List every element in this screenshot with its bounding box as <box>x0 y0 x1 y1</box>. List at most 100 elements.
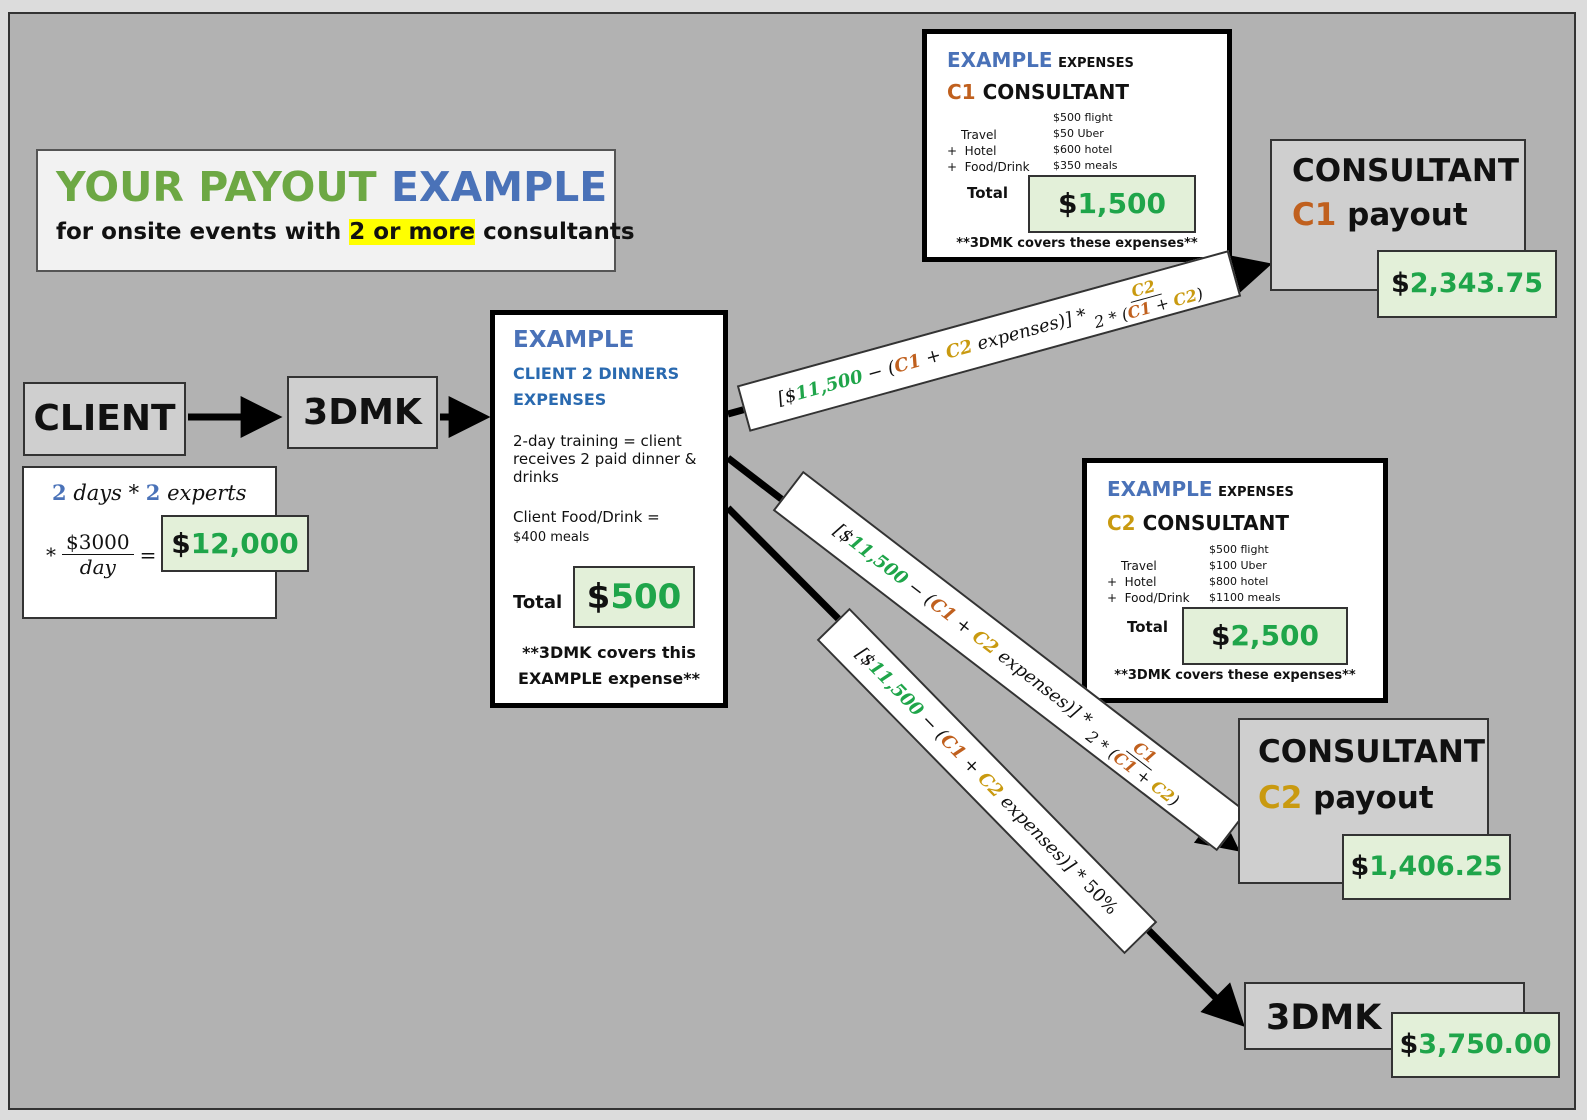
c2-expenses-total: $2,500 <box>1182 607 1348 665</box>
client-expenses-subtitle: CLIENT 2 DINNERS EXPENSES <box>513 364 680 409</box>
title-part1: YOUR PAYOUT <box>56 163 377 211</box>
days-number: 2 <box>52 480 67 505</box>
client-box: CLIENT <box>23 382 186 456</box>
c1-payout-heading: C1 payout <box>1292 197 1468 233</box>
client-total-dollar: $ <box>171 527 191 560</box>
client-food-value: $400 meals <box>513 530 590 545</box>
c1-value-meals: $350 meals <box>1053 159 1118 172</box>
rate-formula: * $3000 day = <box>46 530 156 579</box>
c2-value-hotel: $800 hotel <box>1209 575 1269 588</box>
c1-total-value: 1,500 <box>1077 187 1167 220</box>
client-expenses-note: **3DMK covers this EXAMPLE expense** <box>518 643 700 688</box>
c2-code: C2 <box>1107 511 1136 535</box>
c1-consultant-heading: C1 CONSULTANT <box>947 80 1129 104</box>
c2-example-word: EXAMPLE <box>1107 477 1213 501</box>
client-label: CLIENT <box>33 398 176 439</box>
days-word: days <box>73 481 122 505</box>
c2-category-hotel: + Hotel <box>1107 575 1157 589</box>
c1-code: C1 <box>947 80 976 104</box>
c2-expenses-note: **3DMK covers these expenses** <box>1114 668 1356 683</box>
client-expenses-total-label: Total <box>513 592 563 613</box>
c2-category-food: + Food/Drink <box>1107 591 1190 605</box>
c2-category-travel: Travel <box>1121 559 1157 573</box>
client-total-value: 12,000 <box>190 527 299 560</box>
c2-total-label: Total <box>1127 618 1168 636</box>
3dmk-label: 3DMK <box>303 392 422 433</box>
subtitle-post: consultants <box>483 219 635 245</box>
f1-minus: − ( <box>859 356 898 387</box>
c1-payout-amount: $2,343.75 <box>1377 250 1557 318</box>
client-expenses-box: EXAMPLE CLIENT 2 DINNERS EXPENSES 2-day … <box>490 310 728 708</box>
c1-payout-value: 2,343.75 <box>1409 268 1544 299</box>
3dmk-payout-dollar: $ <box>1399 1029 1419 1060</box>
c1-expense-categories: Travel + Hotel + Food/Drink <box>947 127 1030 175</box>
c2-value-uber: $100 Uber <box>1209 559 1267 572</box>
times-sign-2: * <box>46 542 56 567</box>
title-box: YOUR PAYOUT EXAMPLE for onsite events wi… <box>36 149 635 272</box>
diagram-canvas: YOUR PAYOUT EXAMPLE for onsite events wi… <box>8 12 1576 1110</box>
c1-value-uber: $50 Uber <box>1053 127 1104 140</box>
client-expenses-total-dollar: $ <box>586 577 611 617</box>
c1-payout-code: C1 <box>1292 197 1337 233</box>
c2-payout-heading: C2 payout <box>1258 780 1434 816</box>
c2-value-meals: $1100 meals <box>1209 591 1281 604</box>
3dmk-payout-label: 3DMK <box>1266 998 1382 1038</box>
c1-role: CONSULTANT <box>982 80 1130 104</box>
c1-payout-dollar: $ <box>1390 268 1410 299</box>
subtitle-pre: for onsite events with <box>56 219 342 245</box>
c1-expenses-total: $1,500 <box>1028 175 1196 233</box>
c2-expenses-box: EXAMPLE EXPENSES C2 CONSULTANT Travel + … <box>1082 458 1388 703</box>
c2-payout-dollar: $ <box>1350 851 1370 882</box>
c2-expenses-heading: EXAMPLE EXPENSES <box>1107 477 1294 501</box>
3dmk-box: 3DMK <box>287 376 438 449</box>
c1-example-word: EXAMPLE <box>947 48 1053 72</box>
c2-total-dollar: $ <box>1210 619 1231 652</box>
c1-value-flight: $500 flight <box>1053 111 1113 124</box>
c2-expense-values: $500 flight $100 Uber $800 hotel $1100 m… <box>1209 542 1281 606</box>
f1-amount: 11,500 <box>793 365 866 405</box>
c1-category-food: + Food/Drink <box>947 160 1030 174</box>
c1-expenses-note: **3DMK covers these expenses** <box>956 236 1198 251</box>
c2-payout-role: CONSULTANT <box>1258 734 1485 770</box>
client-expenses-total: $500 <box>573 566 695 628</box>
c1-expenses-box: EXAMPLE EXPENSES C1 CONSULTANT Travel + … <box>922 29 1232 262</box>
c2-payout-value: 1,406.25 <box>1369 851 1503 882</box>
c1-expenses-heading: EXAMPLE EXPENSES <box>947 48 1134 72</box>
page-title: YOUR PAYOUT EXAMPLE <box>56 163 607 211</box>
c2-payout-amount: $1,406.25 <box>1342 834 1511 900</box>
client-total: $12,000 <box>161 515 309 572</box>
c2-expenses-word: EXPENSES <box>1218 485 1294 500</box>
client-expenses-desc: 2-day training = client receives 2 paid … <box>513 432 697 486</box>
f1-den-pre: 2 * ( <box>1091 303 1131 332</box>
c2-expense-categories: Travel + Hotel + Food/Drink <box>1107 558 1190 606</box>
experts-number: 2 <box>145 480 161 505</box>
c2-value-flight: $500 flight <box>1209 543 1269 556</box>
3dmk-payout-value: 3,750.00 <box>1418 1029 1552 1060</box>
3dmk-payout-amount: $3,750.00 <box>1391 1012 1560 1078</box>
c2-payout-code: C2 <box>1258 780 1303 816</box>
title-part2: EXAMPLE <box>390 163 608 211</box>
client-food-label: Client Food/Drink = <box>513 508 660 526</box>
c1-total-dollar: $ <box>1057 187 1078 220</box>
c1-total-label: Total <box>967 184 1008 202</box>
client-expenses-title: EXAMPLE <box>513 327 635 353</box>
c1-category-hotel: + Hotel <box>947 144 997 158</box>
client-expenses-total-value: 500 <box>610 577 682 617</box>
subtitle-highlight: 2 or more <box>349 219 476 245</box>
c2-consultant-heading: C2 CONSULTANT <box>1107 511 1289 535</box>
c2-role: CONSULTANT <box>1142 511 1290 535</box>
c2-total-value: 2,500 <box>1230 619 1320 652</box>
c2-payout-word: payout <box>1313 780 1434 816</box>
c1-value-hotel: $600 hotel <box>1053 143 1113 156</box>
times-sign: * <box>128 481 140 505</box>
equals-sign: = <box>139 542 157 567</box>
rate-fraction: $3000 day <box>62 530 134 579</box>
client-calc-box: 2 days * 2 experts * $3000 day = <box>22 466 277 619</box>
c1-expense-values: $500 flight $50 Uber $600 hotel $350 mea… <box>1053 110 1118 174</box>
c1-expenses-word: EXPENSES <box>1058 56 1134 71</box>
rate-numerator: $3000 <box>62 530 134 555</box>
f3-fifty-percent: 50% <box>1075 871 1123 919</box>
experts-word: experts <box>167 481 247 505</box>
c1-payout-word: payout <box>1347 197 1468 233</box>
page-subtitle: for onsite events with 2 or more consult… <box>56 219 635 245</box>
